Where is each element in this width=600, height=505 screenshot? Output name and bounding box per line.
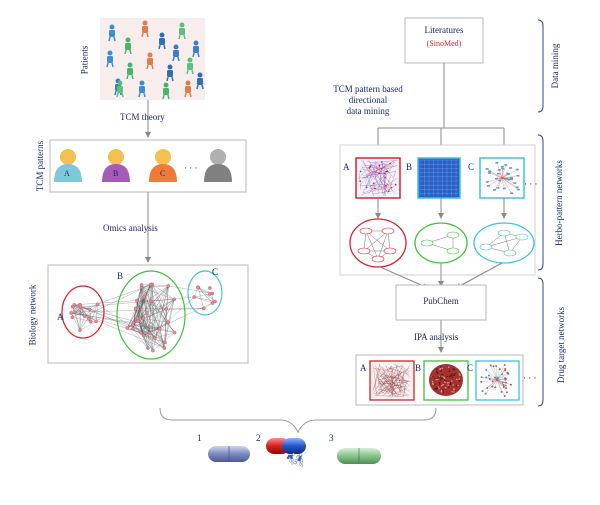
tcm-mining-line-1: TCM pattern based — [333, 84, 403, 94]
patient-figure — [192, 40, 200, 58]
data-mining-bracket — [537, 19, 544, 113]
patient-figure — [166, 64, 174, 82]
tcm-theory-label: TCM theory — [120, 112, 165, 122]
pattern-letter-b: B — [113, 169, 119, 178]
cluster-a-ellipse — [61, 285, 105, 339]
pill-2-icon — [266, 438, 306, 467]
herbo-letter-b: B — [406, 162, 413, 172]
ipa-analysis-label: IPA analysis — [414, 332, 459, 342]
patient-figure — [196, 72, 204, 90]
pattern-ellipsis: · · · — [184, 163, 198, 173]
patient-figure — [178, 22, 186, 40]
network-letter-b: B — [117, 271, 124, 281]
biology-network-label: Biology network — [27, 284, 38, 346]
drug-network-b-blob — [429, 364, 463, 396]
patient-figure — [184, 80, 192, 98]
patient-figure — [186, 57, 194, 75]
patient-figure — [126, 62, 134, 80]
drug-letter-a: A — [360, 363, 367, 373]
patient-figures — [106, 20, 204, 100]
person-c-icon — [149, 149, 177, 182]
herbo-pattern-label: Herbo-pattern networks — [554, 160, 564, 246]
biology-network-graph — [69, 282, 217, 353]
patient-figure — [158, 32, 166, 50]
pubchem-label: PubChem — [423, 296, 459, 306]
herbo-subnet-c — [473, 222, 535, 264]
pattern-letter-c: C — [160, 169, 166, 178]
herbo-letter-c: C — [468, 162, 475, 172]
herbo-subnet-nodes — [357, 227, 529, 263]
pill-number-3: 3 — [329, 433, 334, 443]
herbo-ellipsis: · · · — [524, 179, 538, 189]
patients-label: Patients — [79, 45, 90, 75]
drug-letter-c: C — [467, 363, 474, 373]
patient-figure — [162, 82, 170, 100]
pill-number-1: 1 — [197, 433, 202, 443]
pubchem-box — [395, 284, 487, 321]
patient-figure — [141, 20, 149, 38]
patient-figure — [146, 52, 154, 70]
herbo-network-b — [417, 157, 461, 199]
patient-figure — [116, 80, 124, 98]
pill-number-2: 2 — [256, 433, 261, 443]
person-unknown-icon — [204, 149, 232, 182]
drug-target-bracket — [537, 277, 544, 407]
drug-target-label: Drug target networks — [556, 306, 566, 384]
patient-figure — [108, 24, 116, 42]
pill-1-icon — [208, 446, 250, 462]
cluster-c-ellipse — [187, 270, 223, 316]
network-letter-a: A — [57, 312, 64, 322]
patient-figure — [124, 37, 132, 55]
person-a-icon — [54, 149, 82, 182]
literatures-title: Literatures — [424, 25, 464, 35]
tcm-patterns-label: TCM patterns — [35, 140, 45, 192]
person-b-icon — [102, 149, 130, 182]
omics-analysis-label: Omics analysis — [103, 223, 158, 233]
herbo-letter-a: A — [343, 162, 350, 172]
pattern-letter-a: A — [64, 169, 70, 178]
literatures-box — [404, 17, 484, 64]
tcm-mining-line-2: directional — [348, 95, 388, 105]
drug-letter-b: B — [415, 363, 422, 373]
drug-ellipsis: · · · — [523, 373, 537, 383]
patient-figure — [106, 50, 114, 68]
data-mining-label: Data mining — [550, 43, 560, 89]
network-letter-c: C — [212, 267, 219, 277]
patient-figure — [172, 44, 180, 62]
pill-3-icon — [337, 448, 381, 464]
bottom-brace — [159, 407, 437, 434]
literatures-source: (SinoMed) — [426, 39, 462, 48]
tcm-mining-line-3: data mining — [346, 106, 390, 116]
cluster-b-ellipse — [116, 270, 186, 360]
patient-figure — [138, 80, 146, 98]
herbo-bracket — [537, 134, 544, 271]
